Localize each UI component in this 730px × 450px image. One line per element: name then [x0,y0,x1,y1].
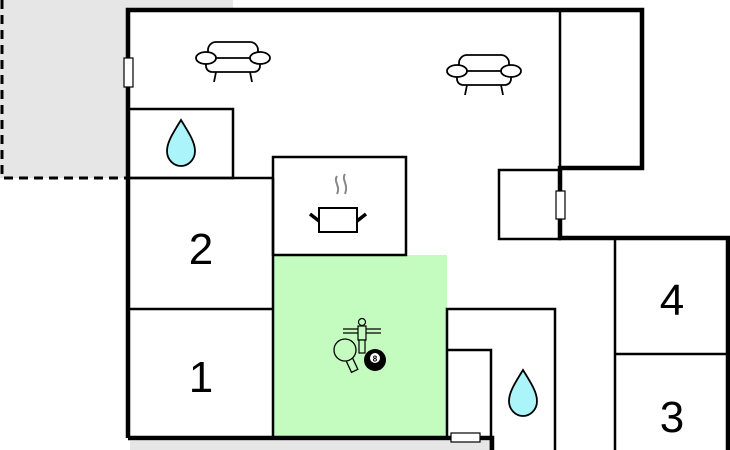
billiard-ball-icon: 8 [364,349,386,371]
foosball-icon [343,317,381,354]
room-label-1: 1 [189,353,213,402]
room-label-4: 4 [660,276,684,325]
sofa-icon [446,54,522,96]
billiard-ball-number: 8 [373,355,378,364]
table-tennis-icon [333,338,359,374]
room-label-2: 2 [189,225,213,274]
interior-walls [126,10,728,450]
water-drop-icon [166,118,196,167]
sofa-icon [195,41,271,83]
water-drop-icon [508,368,538,417]
windows [123,57,566,443]
exterior-walls [125,7,730,450]
outdoor-area [0,0,491,450]
room-label-3: 3 [660,393,684,442]
cooking-pot-icon [308,173,368,233]
